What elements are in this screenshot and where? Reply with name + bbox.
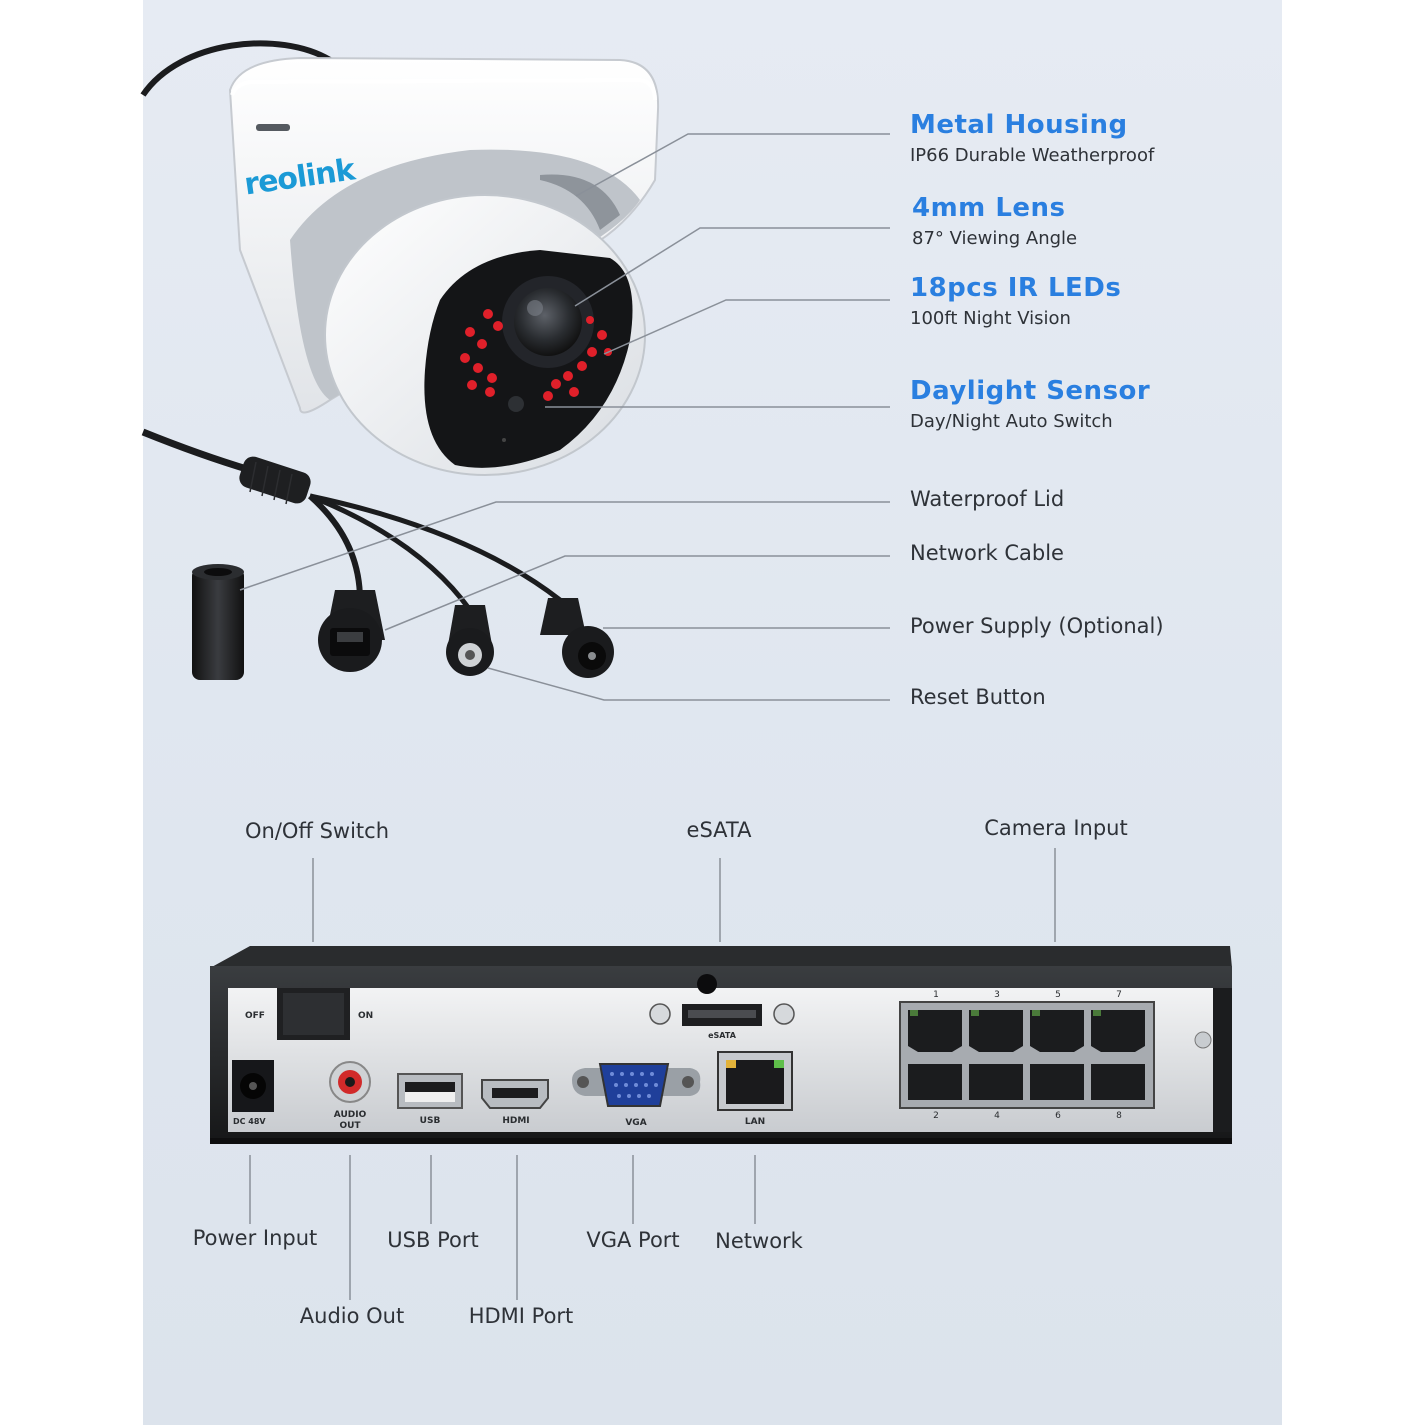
callout-power-input: Power Input bbox=[192, 1226, 318, 1250]
callout-camera-input: Camera Input bbox=[984, 816, 1128, 840]
network-connector bbox=[318, 590, 385, 672]
panel-label-lan: LAN bbox=[744, 1117, 766, 1127]
port-number: 1 bbox=[933, 990, 939, 1000]
callout-vga-port: VGA Port bbox=[586, 1228, 680, 1252]
port-number: 6 bbox=[1055, 1111, 1061, 1121]
part-power-supply: Power Supply (Optional) bbox=[910, 614, 1164, 638]
port-number: 5 bbox=[1055, 990, 1061, 1000]
camera bbox=[228, 56, 660, 476]
callout-network: Network bbox=[715, 1229, 803, 1253]
port-number: 3 bbox=[994, 990, 1000, 1000]
part-waterproof-lid: Waterproof Lid bbox=[910, 487, 1065, 511]
ir-leds bbox=[460, 309, 612, 401]
callout-usb-port: USB Port bbox=[387, 1228, 479, 1252]
feature-title-ir-leds: 18pcs IR LEDs bbox=[910, 273, 1122, 303]
part-reset-button: Reset Button bbox=[910, 685, 1046, 709]
feature-title-lens: 4mm Lens bbox=[912, 193, 1066, 223]
feature-subtitle-lens: 87° Viewing Angle bbox=[912, 228, 1078, 249]
nvr bbox=[210, 946, 1232, 1144]
main-cable bbox=[141, 428, 252, 474]
panel-label-on: ON bbox=[358, 1011, 374, 1021]
panel-label-hdmi: HDMI bbox=[502, 1116, 530, 1126]
feature-subtitle-ir-leds: 100ft Night Vision bbox=[910, 308, 1071, 329]
callout-on-off-switch: On/Off Switch bbox=[244, 819, 390, 843]
camera-top-cable bbox=[140, 40, 332, 97]
panel-label-off: OFF bbox=[245, 1011, 265, 1021]
dc-connector bbox=[540, 598, 614, 678]
panel-label-dc: DC 48V bbox=[233, 1117, 266, 1126]
feature-title-housing: Metal Housing bbox=[910, 110, 1128, 140]
feature-subtitle-daylight-sensor: Day/Night Auto Switch bbox=[910, 411, 1113, 432]
feature-title-daylight-sensor: Daylight Sensor bbox=[910, 376, 1151, 406]
panel-label-usb: USB bbox=[419, 1116, 441, 1126]
callout-audio-out: Audio Out bbox=[299, 1304, 405, 1328]
reset-connector bbox=[446, 605, 494, 676]
port-number: 8 bbox=[1116, 1111, 1122, 1121]
panel-label-esata: eSATA bbox=[708, 1031, 736, 1040]
callout-esata: eSATA bbox=[686, 818, 752, 842]
part-network-cable: Network Cable bbox=[910, 541, 1064, 565]
panel-label-vga: VGA bbox=[625, 1118, 647, 1128]
port-number: 4 bbox=[994, 1111, 1000, 1121]
panel-label-out: OUT bbox=[339, 1121, 361, 1131]
port-number: 2 bbox=[933, 1111, 939, 1121]
callout-hdmi-port: HDMI Port bbox=[468, 1304, 574, 1328]
panel-label-audio: AUDIO bbox=[333, 1110, 367, 1120]
feature-subtitle-housing: IP66 Durable Weatherproof bbox=[910, 145, 1155, 166]
port-number: 7 bbox=[1116, 990, 1122, 1000]
